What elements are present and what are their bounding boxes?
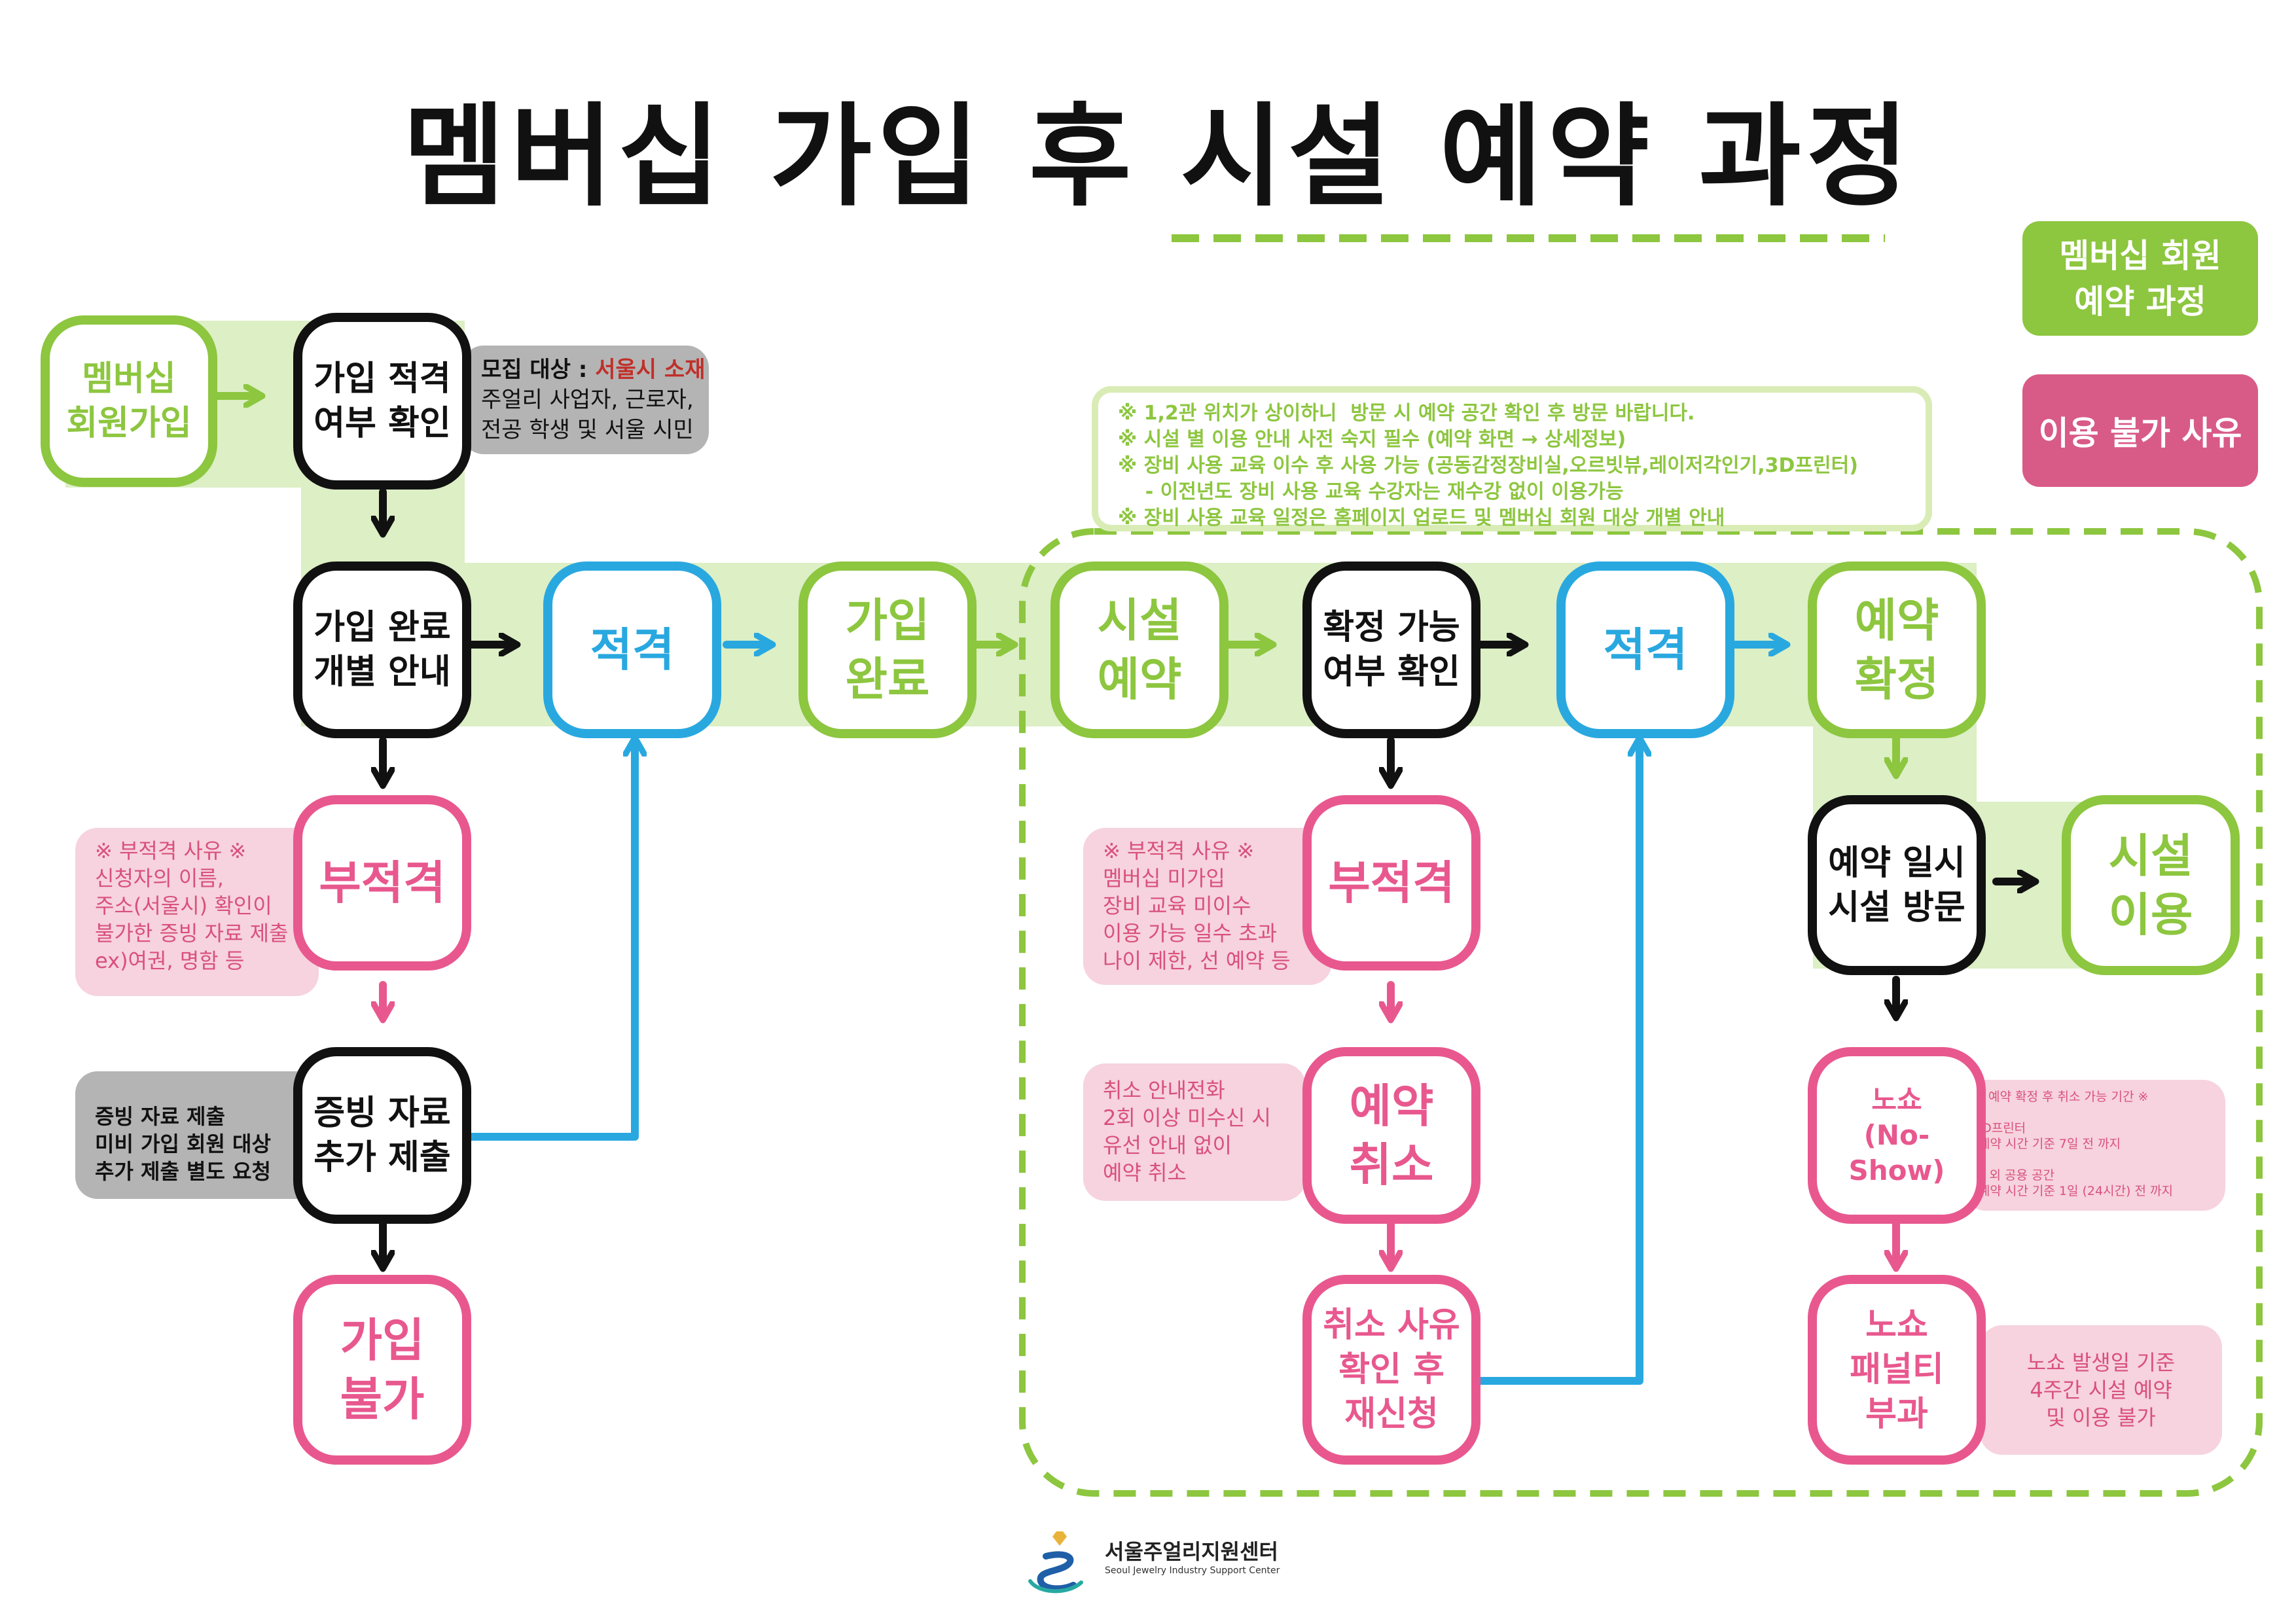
logo-name-en: Seoul Jewelry Industry Support Center	[1105, 1565, 1280, 1576]
penalty-rule-note: 노쇼 발생일 기준 4주간 시설 예약 및 이용 불가	[1980, 1325, 2222, 1455]
legend-unavailable-reason: 이용 불가 사유	[2022, 374, 2258, 487]
recruit-target-note: 모집 대상 : 서울시 소재 주얼리 사업자, 근로자, 전공 학생 및 서울 …	[461, 346, 709, 454]
recruit-label: 모집 대상 :	[481, 357, 596, 383]
signup-complete-notice-node: 가입 완료 개별 안내	[293, 562, 471, 738]
signup-denied-node: 가입 불가	[293, 1275, 471, 1465]
arrow-reapply-to-eligible	[1474, 745, 1640, 1385]
no-show-node: 노쇼 (No-Show)	[1808, 1047, 1986, 1224]
ineligible-node-2: 부적격	[1302, 795, 1480, 971]
usage-info-box: ※ 1,2관 위치가 상이하니 방문 시 예약 공간 확인 후 방문 바랍니다.…	[1092, 386, 1932, 531]
logo-name-ko: 서울주얼리지원센터	[1105, 1539, 1278, 1564]
signup-complete-node: 가입 완료	[798, 562, 977, 738]
info-line: ※ 장비 사용 교육 이수 후 사용 가능 (공동감정장비실,오르빗뷰,레이저각…	[1118, 454, 1858, 477]
visit-on-date-node: 예약 일시 시설 방문	[1808, 795, 1986, 975]
ineligible-node-1: 부적격	[293, 795, 471, 971]
facility-reservation-node: 시설 예약	[1050, 562, 1229, 738]
page-title: 멤버십 가입 후 시설 예약 과정	[403, 92, 1914, 222]
recruit-detail: 주얼리 사업자, 근로자, 전공 학생 및 서울 시민	[481, 387, 694, 443]
info-line: - 이전년도 장비 사용 교육 수강자는 재수강 없이 이용가능	[1118, 480, 1624, 503]
facility-use-node: 시설 이용	[2062, 795, 2240, 975]
additional-documents-node: 증빙 자료 추가 제출	[293, 1047, 471, 1224]
eligible-node-1: 적격	[543, 562, 721, 738]
reservation-region	[1019, 528, 2263, 1497]
info-line: ※ 시설 별 이용 안내 사전 숙지 필수 (예약 화면 → 상세정보)	[1118, 428, 1626, 451]
sjisc-logo: 서울주얼리지원센터 Seoul Jewelry Industry Support…	[1021, 1525, 1296, 1597]
reservation-confirmed-node: 예약 확정	[1808, 562, 1986, 738]
no-show-penalty-node: 노쇼 패널티 부과	[1808, 1275, 1986, 1465]
arrow-docs-to-eligible	[466, 745, 635, 1141]
cancel-reason-note: 취소 안내전화 2회 이상 미수신 시 유선 안내 없이 예약 취소	[1083, 1063, 1306, 1201]
eligibility-check-node: 가입 적격 여부 확인	[293, 313, 471, 490]
document-request-note: 증빙 자료 제출 미비 가입 회원 대상 추가 제출 별도 요청	[75, 1071, 319, 1199]
sjisc-logo-icon	[1028, 1531, 1083, 1594]
ineligible-reason-note-1: ※ 부적격 사유 ※ 신청자의 이름, 주소(서울시) 확인이 불가한 증빙 자…	[75, 828, 319, 996]
reservation-cancel-node: 예약 취소	[1302, 1047, 1480, 1224]
cancel-deadline-note: ※ 예약 확정 후 취소 가능 기간 ※ 3D프린터 -예약 시간 기준 7일 …	[1964, 1080, 2225, 1211]
info-line: ※ 1,2관 위치가 상이하니 방문 시 예약 공간 확인 후 방문 바랍니다.	[1118, 402, 1695, 425]
membership-signup-node: 멤버십 회원가입	[41, 315, 217, 487]
confirm-possible-check-node: 확정 가능 여부 확인	[1302, 562, 1480, 738]
eligible-node-2: 적격	[1556, 562, 1734, 738]
info-line: ※ 장비 사용 교육 일정은 홈페이지 업로드 및 멤버십 회원 대상 개별 안…	[1118, 507, 1725, 529]
ineligible-reason-note-2: ※ 부적격 사유 ※ 멤버십 미가입 장비 교육 미이수 이용 가능 일수 초과…	[1083, 828, 1332, 985]
legend-member-process: 멤버십 회원 예약 과정	[2022, 221, 2258, 336]
reapply-node: 취소 사유 확인 후 재신청	[1302, 1275, 1480, 1465]
recruit-region: 서울시 소재	[595, 357, 706, 383]
